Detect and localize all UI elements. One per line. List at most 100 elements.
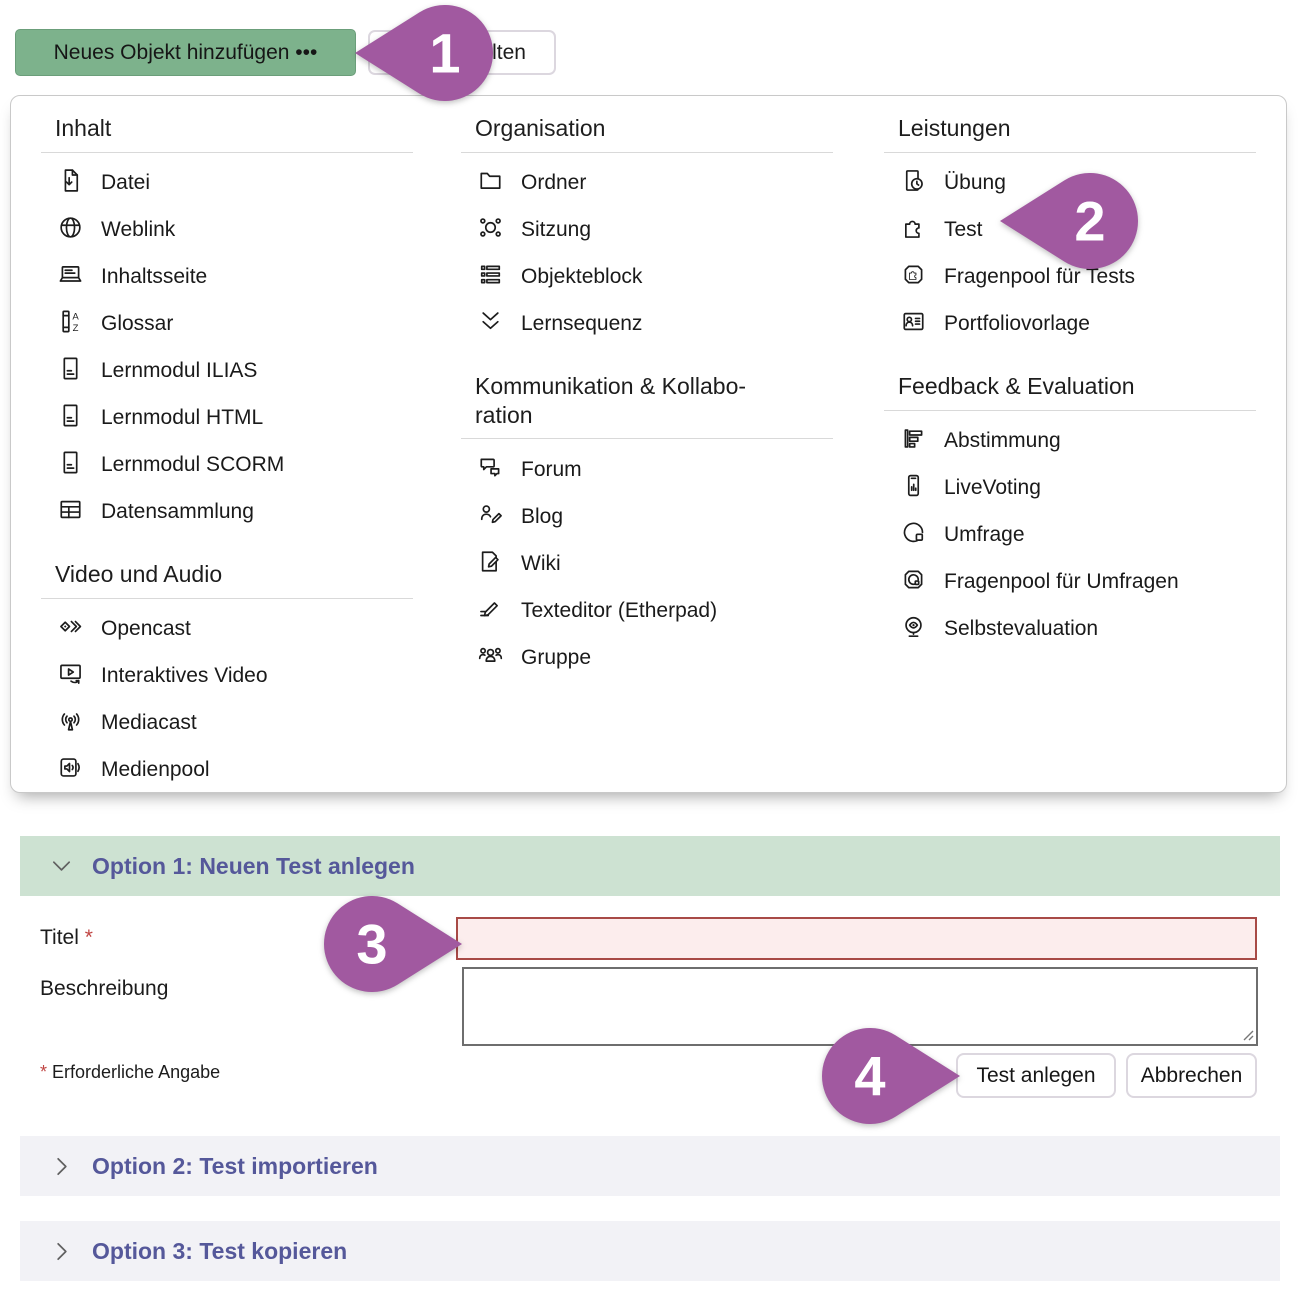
menu-item[interactable]: Texteditor (Etherpad) xyxy=(461,587,833,634)
poll-icon xyxy=(900,425,927,457)
description-textarea[interactable] xyxy=(462,967,1258,1046)
menu-item-label: Weblink xyxy=(101,218,176,242)
menu-item-label: Lernmodul HTML xyxy=(101,406,264,430)
group-icon xyxy=(477,642,504,674)
section-divider xyxy=(41,151,413,153)
exercise-icon xyxy=(900,167,927,199)
callout-2: 2 xyxy=(1000,173,1139,269)
menu-item-label: Wiki xyxy=(521,551,561,575)
menu-item-label: Opencast xyxy=(101,617,191,640)
menu-item[interactable]: Sitzung xyxy=(461,207,833,254)
opencast-icon xyxy=(57,613,84,645)
menu-item-label: Abstimmung xyxy=(944,429,1061,452)
menu-item[interactable]: Forum xyxy=(461,446,833,493)
menu-item-label: LiveVoting xyxy=(944,476,1041,499)
menu-item[interactable]: Test xyxy=(884,207,1256,254)
menu-item[interactable]: Lernsequenz xyxy=(461,301,833,348)
menu-item-label: Fragenpool für Umfragen xyxy=(944,570,1179,593)
required-note: * Erforderliche Angabe xyxy=(40,1062,220,1083)
menu-item-label: Fragenpool für Tests xyxy=(944,265,1136,289)
menu-item-label: Portfoliovorlage xyxy=(944,312,1090,336)
menu-item[interactable]: Inhaltsseite xyxy=(41,254,413,301)
learning-sequence-icon xyxy=(477,308,504,340)
menu-item-label: Inhaltsseite xyxy=(101,265,208,289)
interactive-video-icon xyxy=(57,660,84,692)
cancel-button[interactable]: Abbrechen xyxy=(1126,1053,1257,1098)
menu-item[interactable]: Datei xyxy=(41,160,413,207)
section-divider xyxy=(41,597,413,599)
menu-item[interactable]: LiveVoting xyxy=(884,465,1256,512)
title-input[interactable] xyxy=(456,917,1257,960)
add-object-button[interactable]: Neues Objekt hinzufügen ••• xyxy=(15,29,356,76)
menu-item[interactable]: Weblink xyxy=(41,207,413,254)
menu-item-label: Gruppe xyxy=(521,645,592,669)
option3-accordion-header[interactable]: Option 3: Test kopieren xyxy=(20,1221,1280,1281)
menu-item[interactable]: Übung xyxy=(884,160,1256,207)
menu-item[interactable]: Portfoliovorlage xyxy=(884,301,1256,348)
chevron-right-icon xyxy=(50,1240,73,1263)
description-label: Beschreibung xyxy=(40,977,169,1000)
section-title: Kommunikation & Kollabo­ration xyxy=(475,372,747,428)
option1-title: Option 1: Neuen Test anlegen xyxy=(92,852,415,879)
menu-item[interactable]: Mediacast xyxy=(41,700,413,747)
menu-item[interactable]: Wiki xyxy=(461,540,833,587)
menu-item-label: Glossar xyxy=(101,312,174,336)
option2-accordion-header[interactable]: Option 2: Test importieren xyxy=(20,1136,1280,1196)
menu-item-label: Sitzung xyxy=(521,218,592,242)
menu-item-label: Test xyxy=(944,218,983,242)
menu-item[interactable]: Medienpool xyxy=(41,747,413,794)
menu-item-label: Datei xyxy=(101,171,151,195)
menu-item[interactable]: Opencast xyxy=(41,606,413,653)
learning-module-icon xyxy=(57,402,84,434)
learning-module-icon xyxy=(57,355,84,387)
menu-item[interactable]: Objekteblock xyxy=(461,254,833,301)
create-test-button[interactable]: Test anlegen xyxy=(956,1053,1116,1098)
menu-item[interactable]: Blog xyxy=(461,493,833,540)
menu-item[interactable]: Interaktives Video xyxy=(41,653,413,700)
folder-icon xyxy=(477,167,504,199)
data-collection-icon xyxy=(57,496,84,528)
menu-item-label: Texteditor (Etherpad) xyxy=(521,598,718,622)
section-title: Inhalt xyxy=(55,115,112,141)
resize-handle-icon[interactable] xyxy=(1243,1030,1254,1041)
section-title: Feedback & Evaluation xyxy=(898,372,1135,399)
menu-item[interactable]: Gruppe xyxy=(461,634,833,681)
menu-item[interactable]: Lernmodul ILIAS xyxy=(41,348,413,395)
menu-item[interactable]: Selbstevaluation xyxy=(884,606,1256,653)
menu-item[interactable]: Abstimmung xyxy=(884,418,1256,465)
portfolio-template-icon xyxy=(900,308,927,340)
learning-module-icon xyxy=(57,449,84,481)
chevron-right-icon xyxy=(50,1155,73,1178)
object-block-icon xyxy=(477,261,504,293)
menu-item[interactable]: Datensammlung xyxy=(41,489,413,536)
blog-icon xyxy=(477,501,504,533)
menu-item[interactable]: Ordner xyxy=(461,160,833,207)
menu-item-label: Lernsequenz xyxy=(521,312,643,336)
menu-item-label: Datensammlung xyxy=(101,500,254,524)
menu-item[interactable]: Lernmodul HTML xyxy=(41,395,413,442)
section-title: Leistungen xyxy=(898,115,1011,141)
option2-title: Option 2: Test importieren xyxy=(92,1152,378,1179)
section-title: Video und Audio xyxy=(55,560,223,587)
callout-number: 2 xyxy=(1074,190,1105,253)
session-icon xyxy=(477,214,504,246)
menu-item-label: Lernmodul SCORM xyxy=(101,453,285,477)
menu-item[interactable]: Glossar xyxy=(41,301,413,348)
text-editor-icon xyxy=(477,595,504,627)
title-label-row: Titel * xyxy=(40,926,93,950)
menu-item-label: Blog xyxy=(521,504,564,528)
question-pool-test-icon xyxy=(900,261,927,293)
menu-item[interactable]: Fragenpool für Tests xyxy=(884,254,1256,301)
menu-item[interactable]: Fragenpool für Umfragen xyxy=(884,559,1256,606)
option1-accordion-header[interactable]: Option 1: Neuen Test anlegen xyxy=(20,836,1280,896)
menu-item-label: Medienpool xyxy=(101,758,210,781)
menu-item[interactable]: Umfrage xyxy=(884,512,1256,559)
menu-item[interactable]: Lernmodul SCORM xyxy=(41,442,413,489)
option3-title: Option 3: Test kopieren xyxy=(92,1237,348,1264)
